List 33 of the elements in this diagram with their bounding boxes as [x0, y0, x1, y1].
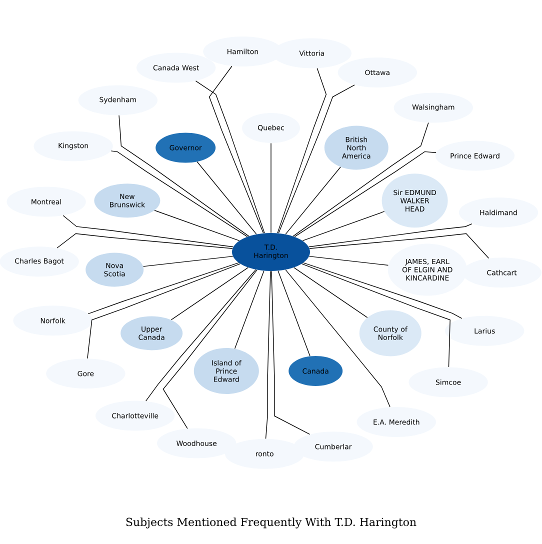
connector-line — [145, 269, 256, 402]
connector-line — [208, 66, 264, 234]
connector-line — [302, 211, 385, 242]
connector-line — [56, 233, 233, 249]
connector-line — [303, 262, 462, 319]
connector-line — [285, 269, 390, 408]
connector-line — [110, 150, 248, 238]
connector-line — [309, 233, 490, 259]
connector-line — [196, 161, 257, 235]
connector-line — [271, 270, 310, 435]
connector-line — [265, 270, 271, 440]
connector-line — [154, 210, 240, 242]
connector-line — [62, 215, 234, 248]
connector-line — [142, 256, 234, 267]
connector-line — [294, 267, 368, 318]
connector-line — [308, 256, 389, 266]
connector-line — [195, 80, 265, 234]
connector-line — [170, 267, 248, 320]
connector-line — [285, 166, 341, 235]
connector-line — [234, 270, 264, 349]
connector-line — [270, 142, 272, 234]
connector-line — [277, 68, 327, 234]
connector-line — [292, 122, 429, 237]
connector-line — [308, 223, 472, 248]
connector-line — [278, 84, 355, 234]
connector-line — [118, 115, 250, 237]
connector-line — [278, 270, 310, 356]
title: Subjects Mentioned Frequently With T.D. Harington — [126, 518, 416, 528]
connector-line — [88, 262, 239, 314]
connector-line — [87, 264, 240, 359]
connector-line — [294, 151, 436, 238]
connector-line — [302, 264, 450, 368]
connector-line — [162, 270, 258, 429]
